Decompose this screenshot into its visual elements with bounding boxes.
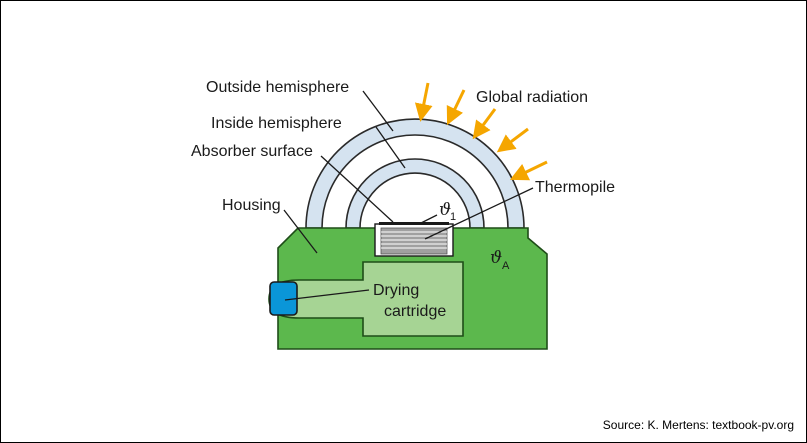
source-credit: Source: K. Mertens: textbook-pv.org bbox=[602, 418, 794, 432]
absorber-surface bbox=[379, 222, 449, 225]
leader-lines bbox=[283, 90, 534, 301]
global-radiation-arrows bbox=[414, 82, 548, 181]
leader-inside-hemisphere bbox=[375, 126, 406, 169]
label-thermopile: Thermopile bbox=[535, 179, 615, 196]
label-outside-hemisphere: Outside hemisphere bbox=[206, 79, 349, 96]
label-cartridge: cartridge bbox=[384, 303, 446, 320]
label-inside-hemisphere: Inside hemisphere bbox=[211, 115, 342, 132]
theta-1-symbol: ϑ bbox=[439, 200, 451, 220]
leader-housing bbox=[283, 209, 318, 254]
theta-1-subscript: 1 bbox=[450, 211, 456, 223]
leader-absorber-surface bbox=[320, 155, 394, 223]
thermopile-stack bbox=[380, 227, 448, 255]
label-housing: Housing bbox=[222, 197, 281, 214]
leader-outside-hemisphere bbox=[362, 90, 394, 132]
label-drying: Drying bbox=[373, 282, 419, 299]
label-global-radiation: Global radiation bbox=[476, 89, 588, 106]
label-absorber-surface: Absorber surface bbox=[191, 143, 313, 160]
leader-thermopile bbox=[424, 187, 534, 240]
leader-theta1 bbox=[420, 214, 438, 224]
leader-drying-cartridge bbox=[284, 289, 370, 301]
inside-hemisphere-dome bbox=[345, 158, 485, 229]
theta-a-symbol: ϑ bbox=[490, 248, 502, 268]
theta-a-subscript: A bbox=[502, 260, 510, 272]
